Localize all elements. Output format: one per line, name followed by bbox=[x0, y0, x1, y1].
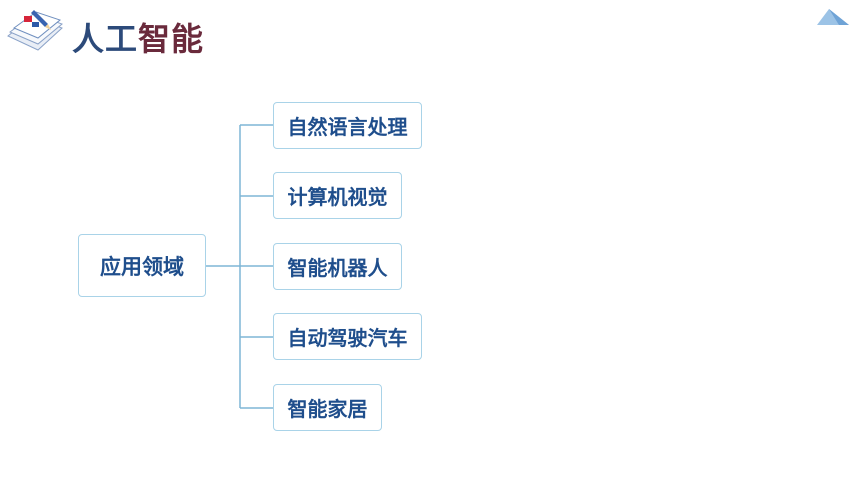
branch-node-autonomous-driving: 自动驾驶汽车 bbox=[273, 313, 422, 360]
page-title: 人工智能 bbox=[72, 17, 204, 61]
root-node: 应用领域 bbox=[78, 234, 206, 297]
branch-node-smart-home: 智能家居 bbox=[273, 384, 382, 431]
books-pencil-icon bbox=[4, 6, 68, 56]
title-part-1: 人工 bbox=[72, 20, 139, 58]
branch-node-computer-vision: 计算机视觉 bbox=[273, 172, 402, 219]
title-part-2: 智能 bbox=[138, 20, 205, 58]
branch-node-robotics: 智能机器人 bbox=[273, 243, 402, 290]
branch-node-nlp: 自然语言处理 bbox=[273, 102, 422, 149]
triangle-icon bbox=[815, 8, 851, 28]
